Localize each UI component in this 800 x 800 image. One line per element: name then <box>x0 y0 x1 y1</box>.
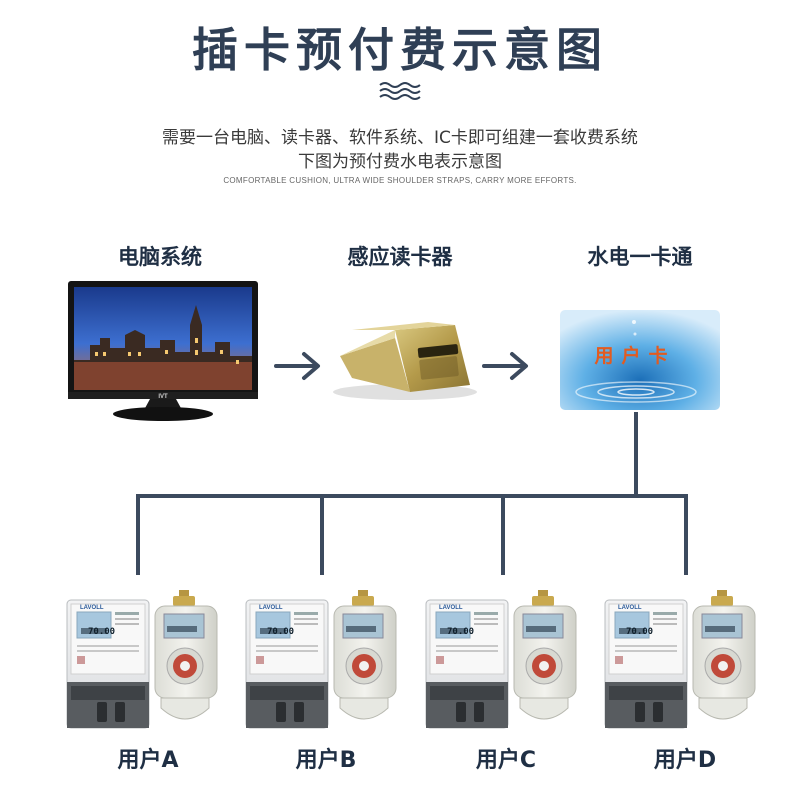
monitor-brand: IVT <box>158 394 168 400</box>
user-label-d: 用户D <box>653 748 717 773</box>
user-label-b: 用户B <box>295 748 357 773</box>
meter-brand-c: LAVOLL <box>439 605 463 611</box>
meter-brand-d: LAVOLL <box>618 605 642 611</box>
card-label: 水电一卡通 <box>587 245 693 269</box>
meter-display-d: 70.00 <box>626 627 653 637</box>
user-card <box>560 310 720 410</box>
meter-brand-a: LAVOLL <box>80 605 104 611</box>
meter-display-a: 70.00 <box>88 627 115 637</box>
computer-label: 电脑系统 <box>118 245 202 269</box>
arrow-right-icon <box>274 352 320 380</box>
user-label-c: 用户C <box>475 748 537 773</box>
description-line-1: 需要一台电脑、读卡器、软件系统、IC卡即可组建一套收费系统 <box>162 128 638 148</box>
description-line-2: 下图为预付费水电表示意图 <box>298 152 502 172</box>
meter-display-b: 70.00 <box>267 627 294 637</box>
wave-icon <box>379 82 421 100</box>
card-reader <box>333 322 477 400</box>
user-card-text: 用户卡 <box>594 345 676 367</box>
computer-monitor: IVT <box>68 281 258 421</box>
tagline: COMFORTABLE CUSHION, ULTRA WIDE SHOULDER… <box>223 176 577 185</box>
page-title: 插卡预付费示意图 <box>192 23 608 77</box>
arrow-right-icon <box>482 352 528 380</box>
connection-lines <box>136 412 688 575</box>
reader-label: 感应读卡器 <box>347 245 453 269</box>
meter-display-c: 70.00 <box>447 627 474 637</box>
user-label-a: 用户A <box>117 748 179 773</box>
meter-brand-b: LAVOLL <box>259 605 283 611</box>
